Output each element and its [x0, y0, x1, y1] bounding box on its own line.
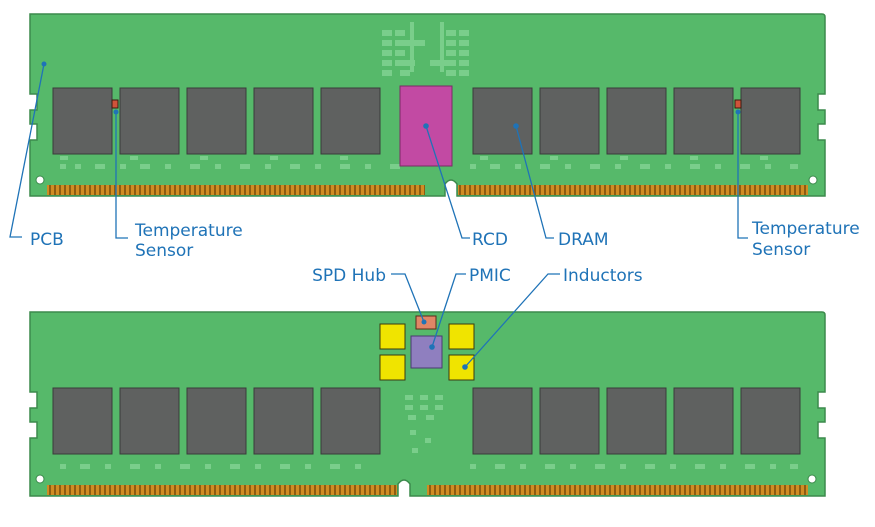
dram-chip: [606, 87, 667, 155]
leader-dots: [41, 61, 741, 370]
dram-chip: [253, 387, 314, 455]
dram-chip: [320, 87, 381, 155]
dram-chip: [119, 87, 180, 155]
bottom-small-components: [60, 395, 798, 469]
temperature-sensor-right-label-line2: Sensor: [752, 240, 810, 260]
leader-lines: [9, 63, 748, 368]
inductor: [448, 354, 475, 381]
temperature-sensor-left: [111, 99, 119, 109]
dram-chip: [539, 87, 600, 155]
temperature-sensor-left-label-line2: Sensor: [135, 241, 193, 261]
inductor: [379, 323, 406, 350]
inductors-label: Inductors: [563, 266, 643, 286]
dram-chip: [673, 387, 734, 455]
spd-hub-leader: [391, 273, 425, 323]
pmic-chip: [410, 335, 443, 369]
rcd-leader: [425, 125, 470, 239]
pmic-leader: [431, 273, 466, 348]
temperature-sensor-right-label-line1: Temperature: [751, 219, 860, 239]
bottom-contacts-left: [47, 485, 397, 495]
dram-chip: [186, 387, 247, 455]
dram-chip: [119, 387, 180, 455]
dram-chip: [606, 387, 667, 455]
top-dram-chips: [52, 87, 801, 155]
temperature-sensor-left-leader: [115, 112, 128, 239]
top-small-components: [60, 22, 798, 169]
top-module: [29, 13, 826, 197]
temperature-sensor-left-label-line1: Temperature: [134, 221, 243, 241]
top-contacts-right: [458, 185, 808, 195]
pcb-label: PCB: [30, 230, 64, 250]
bottom-dram-chips: [52, 387, 801, 455]
top-contacts-left: [47, 185, 425, 195]
pmic-label: PMIC: [469, 266, 511, 286]
dram-chip: [539, 387, 600, 455]
dram-chip: [673, 87, 734, 155]
dram-label: DRAM: [558, 230, 609, 250]
dram-chip: [472, 87, 533, 155]
dram-chip: [52, 387, 113, 455]
temperature-sensor-right-leader: [737, 112, 748, 239]
dram-chip: [186, 87, 247, 155]
inductors-group: [379, 323, 475, 381]
dram-leader: [515, 125, 554, 239]
spd-hub-label: SPD Hub: [312, 266, 386, 286]
inductor: [379, 354, 406, 381]
inductors-leader: [464, 273, 560, 368]
rcd-label: RCD: [472, 230, 508, 250]
dram-chip: [740, 87, 801, 155]
dram-chip: [472, 387, 533, 455]
pcb-leader: [9, 63, 45, 238]
dram-chip: [740, 387, 801, 455]
dram-chip: [320, 387, 381, 455]
bottom-contacts-right: [427, 485, 808, 495]
inductor: [448, 323, 475, 350]
temperature-sensor-right: [734, 99, 742, 109]
dram-chip: [253, 87, 314, 155]
bottom-module: [29, 311, 826, 497]
dram-chip: [52, 87, 113, 155]
